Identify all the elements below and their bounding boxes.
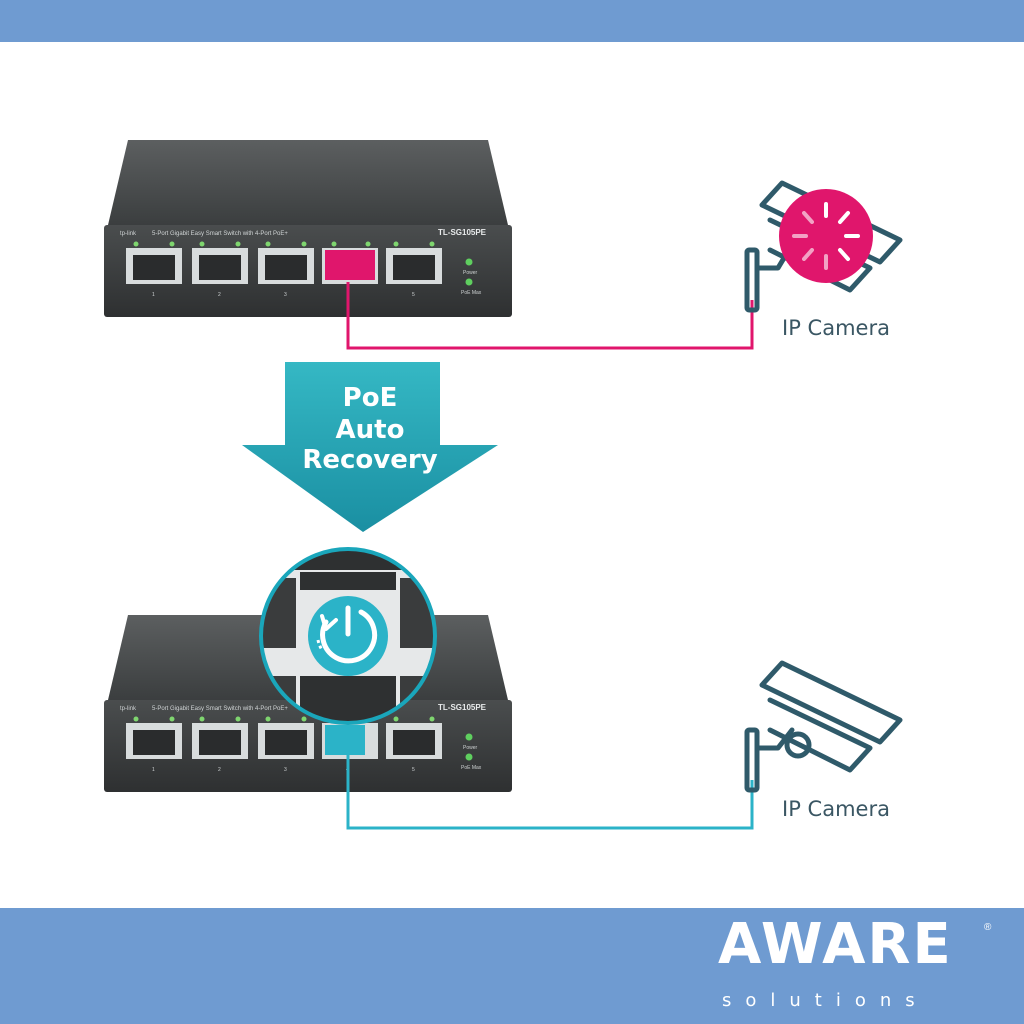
logo-registered-mark: ®: [984, 922, 992, 933]
switch-model: TL-SG105PE: [438, 703, 487, 712]
port-1: [126, 716, 182, 759]
port-number: 2: [218, 767, 221, 773]
switch-description: 5-Port Gigabit Easy Smart Switch with 4-…: [152, 231, 288, 237]
cable-bottom: [346, 752, 754, 830]
loading-spinner-icon: [779, 189, 873, 283]
port-3: [258, 241, 314, 284]
port-number: 3: [284, 767, 287, 773]
bottom-banner: [0, 908, 1024, 1024]
arrow-label-line1: PoE: [342, 383, 398, 413]
poe-max-led-label: PoE Max: [461, 765, 482, 771]
power-led-label: Power: [463, 745, 478, 751]
power-led: [465, 733, 473, 741]
poe-max-led-label: PoE Max: [461, 290, 482, 296]
port-1: [126, 241, 182, 284]
switch-top-lid: [108, 140, 508, 225]
power-led-label: Power: [463, 270, 478, 276]
port-2: [192, 241, 248, 284]
port-zoom-magnifier: [259, 547, 437, 725]
cable-top: [346, 282, 754, 350]
port-number: 3: [284, 292, 287, 298]
switch-description: 5-Port Gigabit Easy Smart Switch with 4-…: [152, 706, 288, 712]
top-banner: [0, 0, 1024, 42]
camera-bottom-icon: [744, 660, 903, 793]
logo-tagline: solutions: [722, 990, 929, 1011]
port-5: [386, 241, 442, 284]
switch-brand: tp-link: [120, 706, 137, 712]
poe-max-led: [465, 753, 473, 761]
port-4-fault-highlight: [325, 250, 375, 280]
power-recovery-icon: [308, 596, 388, 676]
port-2: [192, 716, 248, 759]
poe-auto-recovery-arrow: [242, 362, 498, 532]
port-number: 1: [152, 767, 155, 773]
power-led: [465, 258, 473, 266]
port-number: 1: [152, 292, 155, 298]
poe-max-led: [465, 278, 473, 286]
camera-top-label: IP Camera: [782, 316, 890, 340]
camera-bottom-label: IP Camera: [782, 797, 890, 821]
port-3: [258, 716, 314, 759]
port-5: [386, 716, 442, 759]
port-4-recovered-highlight: [325, 725, 365, 755]
port-number: 5: [412, 292, 415, 298]
port-number: 5: [412, 767, 415, 773]
switch-top: tp-link 5-Port Gigabit Easy Smart Switch…: [104, 140, 512, 317]
port-4-active: [322, 241, 378, 284]
arrow-label-line2: Auto: [335, 415, 405, 445]
switch-model: TL-SG105PE: [438, 228, 487, 237]
port-4-recovered: [322, 723, 378, 759]
logo-wordmark: AWARE: [718, 912, 953, 977]
switch-brand: tp-link: [120, 231, 137, 237]
arrow-label-line3: Recovery: [302, 445, 438, 475]
port-number: 2: [218, 292, 221, 298]
